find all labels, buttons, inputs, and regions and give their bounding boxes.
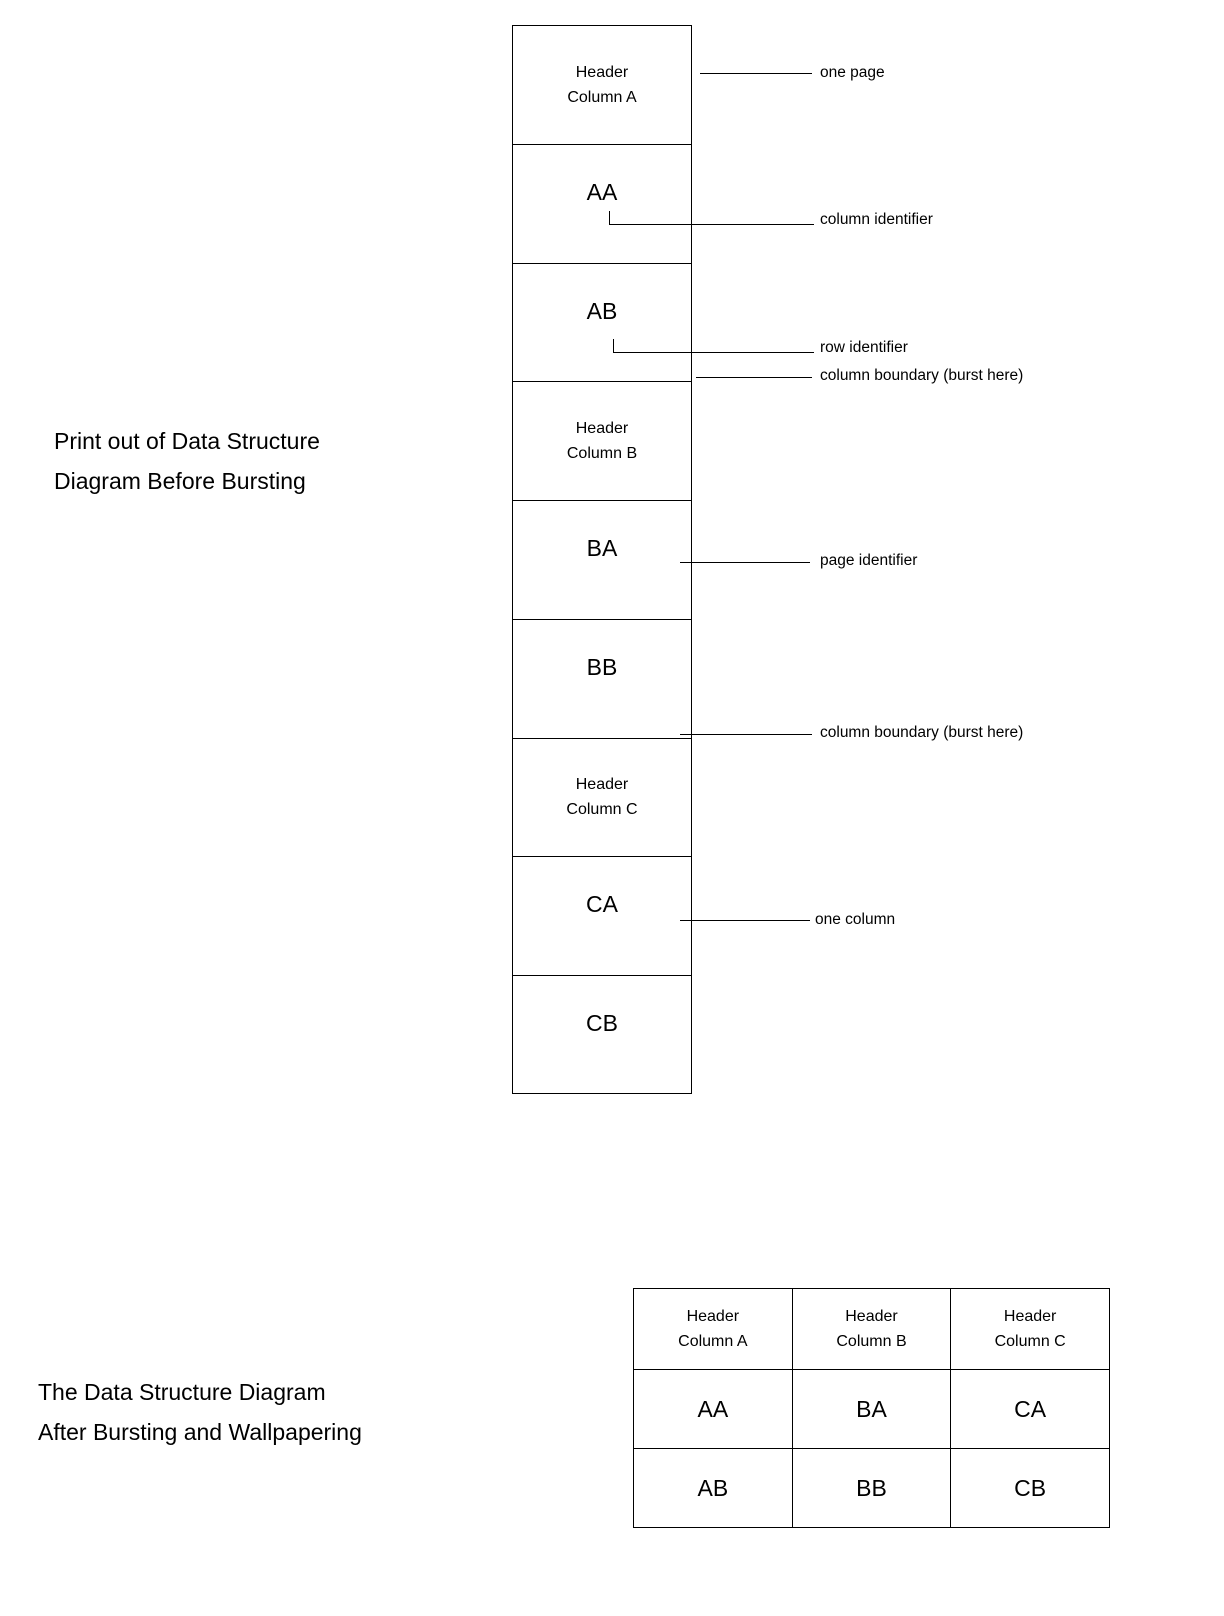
- table-cell-header-column-a: Header Column A: [633, 1288, 793, 1370]
- caption-before-bursting: Print out of Data Structure Diagram Befo…: [54, 421, 320, 501]
- callout-label-column-boundary-2: column boundary (burst here): [820, 724, 1024, 741]
- cell-line-1: CB: [586, 1010, 618, 1037]
- caption-before-line-2: Diagram Before Bursting: [54, 468, 306, 494]
- cell-line-1: AB: [586, 297, 618, 324]
- table-cell-ab: AB: [633, 1448, 793, 1528]
- cell-line-2: Column B: [836, 1333, 907, 1350]
- callout-label-row-identifier: row identifier: [820, 339, 908, 356]
- elbow-horizontal-segment: [613, 352, 814, 353]
- cell-line-2: Column A: [567, 88, 637, 106]
- cell-line-2: Column B: [566, 445, 638, 463]
- cell-line-1: Header: [575, 420, 629, 438]
- leader-elbow-column-identifier: [609, 211, 814, 226]
- elbow-vertical-segment: [613, 339, 614, 353]
- printout-cell-bb: BB: [513, 620, 691, 739]
- printout-cell-cb: CB: [513, 976, 691, 1095]
- leader-line-column-boundary-1: [696, 377, 812, 378]
- cell-line-1: Header: [575, 63, 629, 81]
- cell-line-1: Header: [845, 1308, 898, 1325]
- callout-label-column-identifier: column identifier: [820, 211, 933, 228]
- printout-cell-ca: CA: [513, 857, 691, 977]
- cell-line-1: AA: [586, 178, 618, 205]
- callout-label-page-identifier: page identifier: [820, 552, 918, 569]
- table-row-headers: Header Column A Header Column B Header C…: [633, 1288, 1110, 1370]
- table-cell-header-column-c: Header Column C: [950, 1288, 1110, 1370]
- leader-line-column-boundary-2: [680, 734, 812, 735]
- table-row: AA BA CA: [633, 1369, 1110, 1449]
- leader-elbow-row-identifier: [613, 339, 814, 354]
- cell-line-1: BB: [586, 653, 618, 680]
- table-cell-header-column-b: Header Column B: [791, 1288, 952, 1370]
- table-cell-cb: CB: [950, 1448, 1110, 1528]
- printout-cell-ab: AB: [513, 264, 691, 383]
- cell-line-1: BA: [586, 535, 618, 562]
- caption-before-line-1: Print out of Data Structure: [54, 428, 320, 454]
- cell-line-1: Header: [686, 1308, 740, 1325]
- leader-line-one-page: [700, 73, 812, 74]
- leader-line-one-column: [680, 920, 810, 921]
- table-cell-ba: BA: [791, 1369, 952, 1449]
- cell-line-2: Column C: [566, 801, 638, 819]
- printout-cell-header-column-b: Header Column B: [513, 382, 691, 502]
- cell-line-1: Header: [575, 776, 629, 794]
- callout-label-one-column: one column: [815, 911, 896, 928]
- table-cell-ca: CA: [950, 1369, 1110, 1449]
- printout-cell-header-column-a: Header Column A: [513, 26, 691, 145]
- printout-cell-header-column-c: Header Column C: [513, 739, 691, 858]
- cell-line-2: Column C: [994, 1333, 1066, 1350]
- printout-column-diagram: Header Column A AA AB Header Column B BA…: [512, 25, 692, 1094]
- caption-after-line-2: After Bursting and Wallpapering: [38, 1419, 362, 1445]
- cell-line-2: Column A: [678, 1333, 748, 1350]
- table-cell-aa: AA: [633, 1369, 793, 1449]
- printout-cell-ba: BA: [513, 501, 691, 620]
- caption-after-bursting: The Data Structure Diagram After Burstin…: [38, 1372, 362, 1452]
- elbow-horizontal-segment: [609, 224, 814, 225]
- cell-line-1: CA: [586, 891, 618, 918]
- table-row: AB BB CB: [633, 1448, 1110, 1528]
- leader-line-page-identifier: [680, 562, 810, 563]
- printout-cell-aa: AA: [513, 145, 691, 264]
- table-cell-bb: BB: [791, 1448, 952, 1528]
- cell-line-1: Header: [1003, 1308, 1057, 1325]
- caption-after-line-1: The Data Structure Diagram: [38, 1379, 326, 1405]
- callout-label-one-page: one page: [820, 64, 885, 81]
- elbow-vertical-segment: [609, 211, 610, 225]
- burst-result-table: Header Column A Header Column B Header C…: [633, 1288, 1110, 1528]
- callout-label-column-boundary-1: column boundary (burst here): [820, 367, 1024, 384]
